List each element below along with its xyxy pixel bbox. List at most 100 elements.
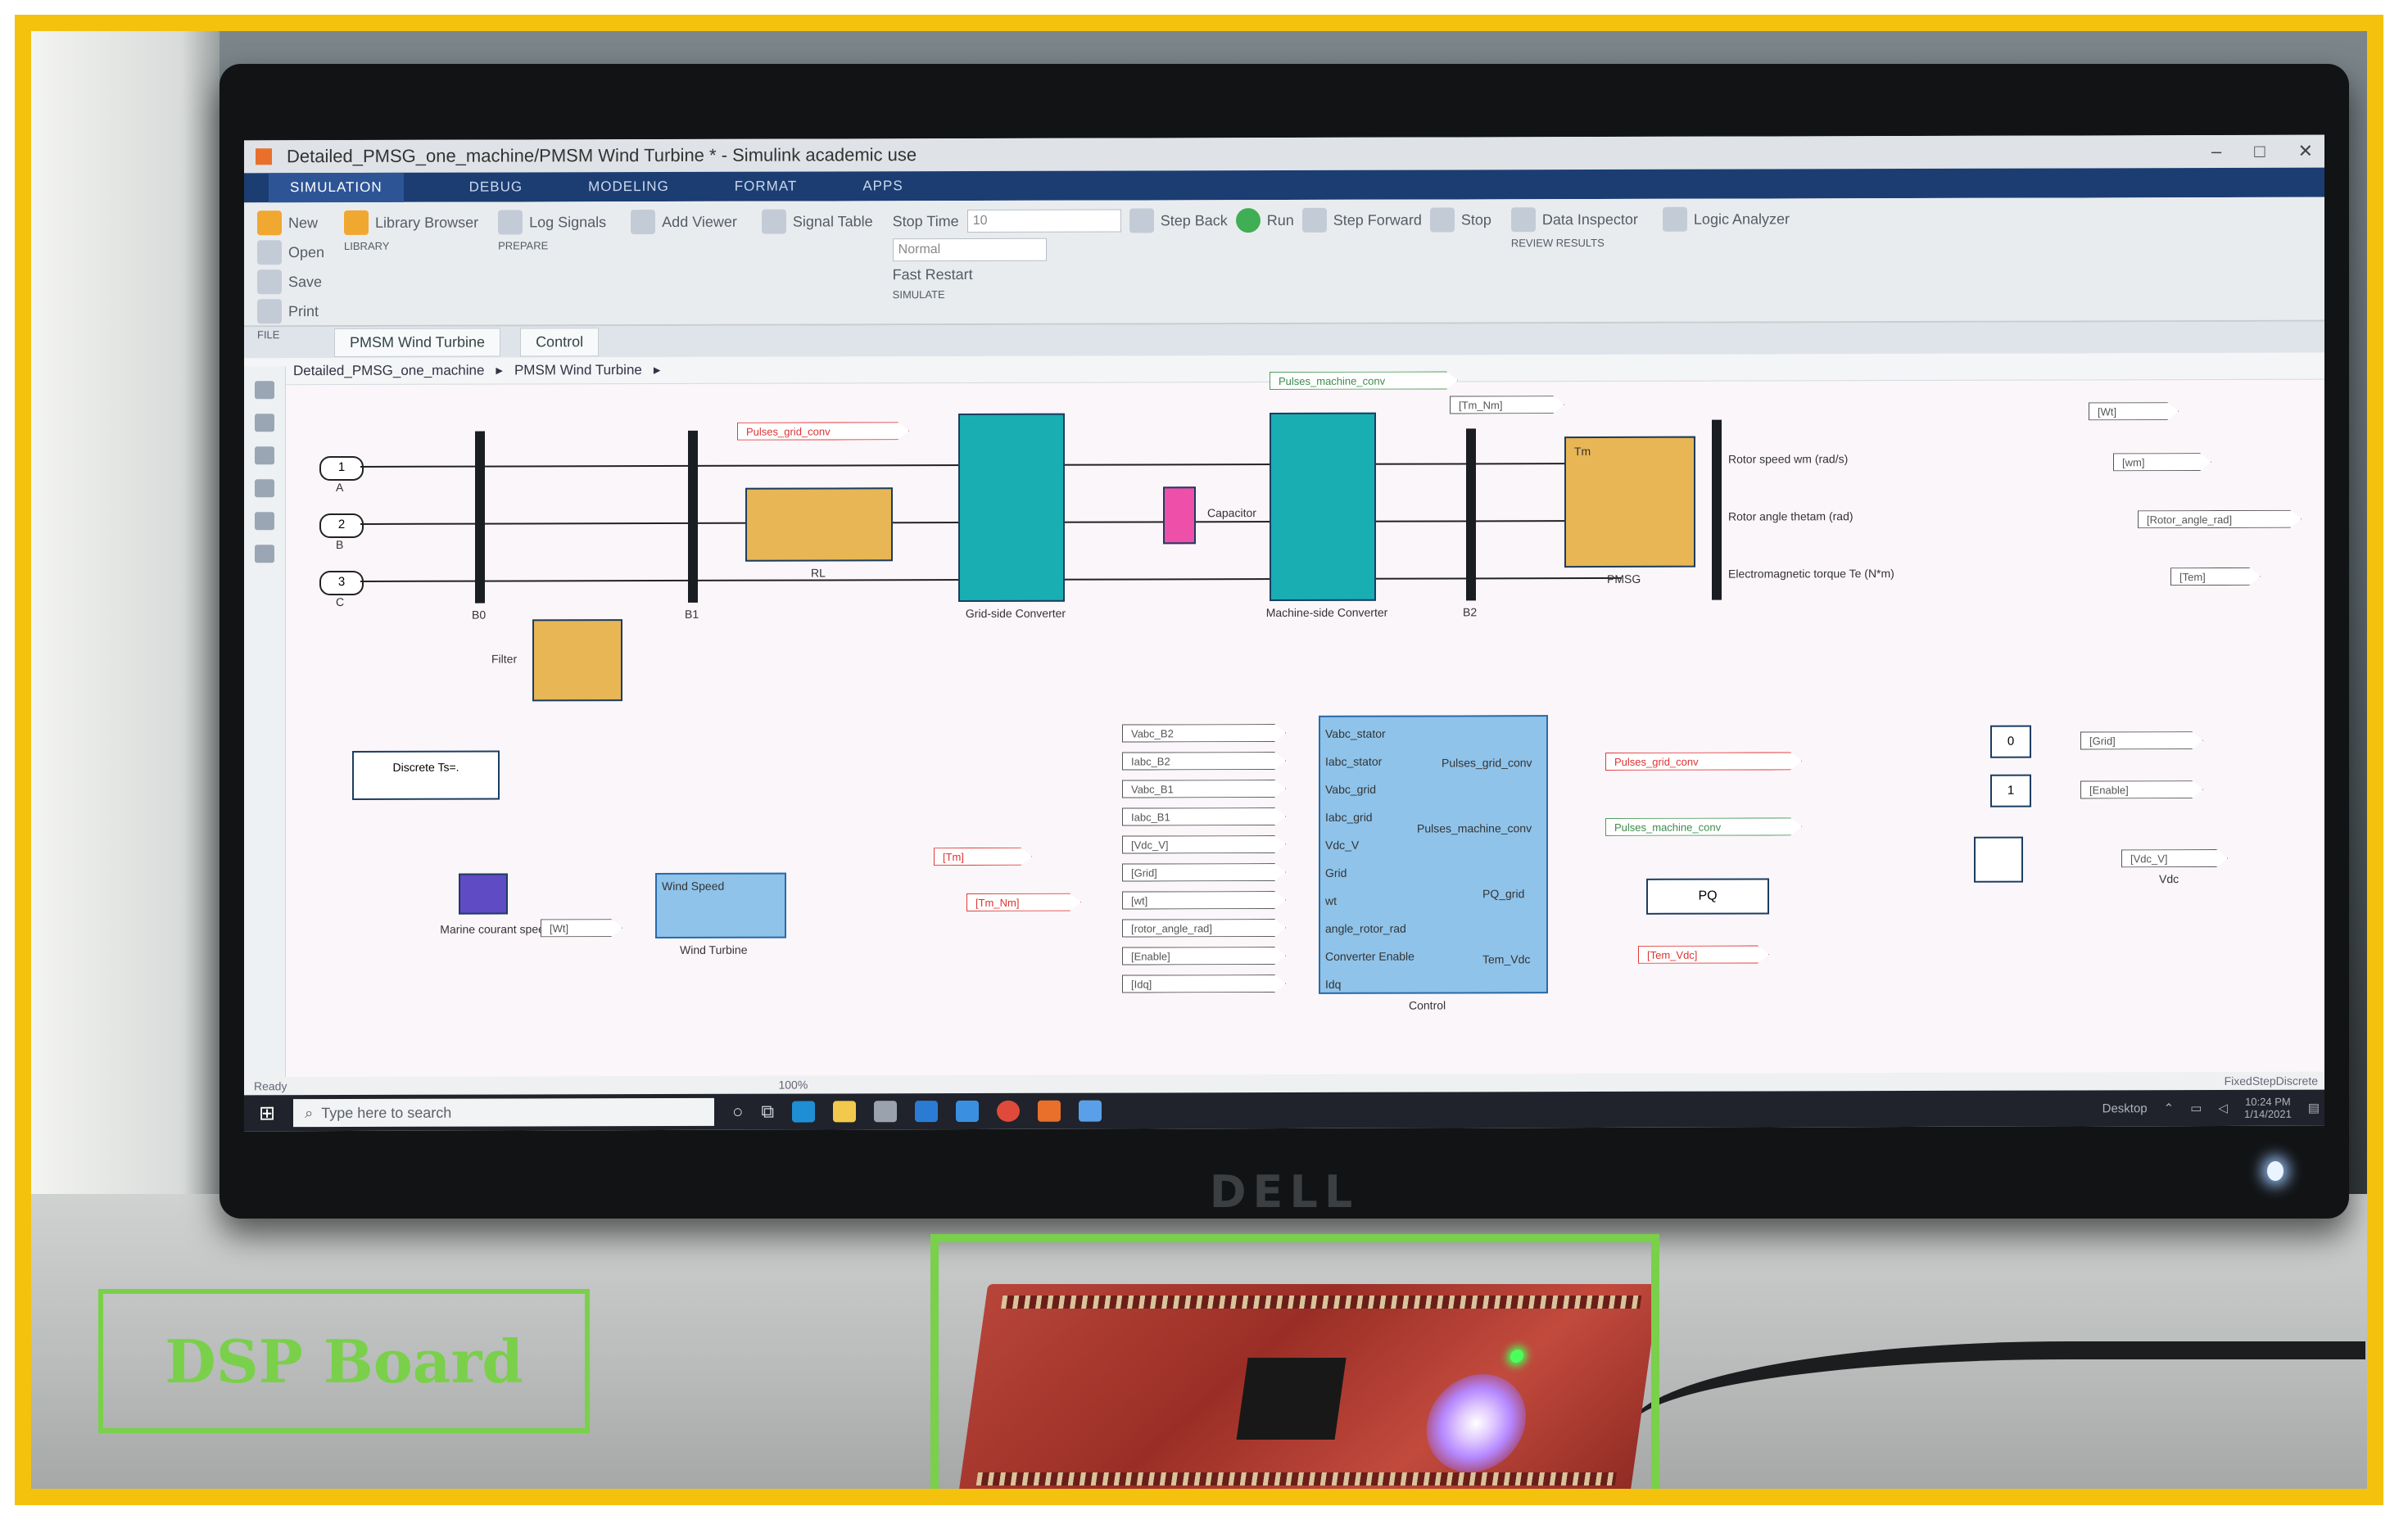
vdc-measure-block[interactable]: [1974, 836, 2023, 883]
notification-icon[interactable]: ▤: [2307, 1101, 2320, 1115]
out-wt-tag[interactable]: [Wt]: [2089, 402, 2179, 420]
filter-block[interactable]: [532, 619, 622, 702]
status-text: Ready: [254, 1079, 287, 1093]
print-button[interactable]: Print: [257, 299, 324, 324]
simulink-taskbar-icon[interactable]: [1038, 1100, 1061, 1122]
out-pulses-machine-tag[interactable]: Pulses_machine_conv: [1605, 817, 1802, 836]
tab-modeling[interactable]: MODELING: [588, 178, 669, 195]
grid-goto-tag[interactable]: [Grid]: [2080, 731, 2203, 749]
stop-button[interactable]: Stop: [1429, 207, 1491, 233]
control-input-2[interactable]: Vabc_B1: [1122, 780, 1286, 798]
bus-b2[interactable]: [1466, 428, 1476, 601]
cortana-icon[interactable]: ○: [732, 1101, 744, 1122]
inport-1[interactable]: 1: [319, 455, 364, 482]
control-input-0[interactable]: Vabc_B2: [1122, 724, 1286, 743]
control-input-7[interactable]: [rotor_angle_rad]: [1122, 919, 1286, 938]
bus-b0[interactable]: [475, 431, 485, 604]
wt-tm-tag[interactable]: [Tm]: [934, 848, 1032, 866]
out-tem-tag[interactable]: [Tem]: [2170, 568, 2261, 586]
doc-tab-pmsm[interactable]: PMSM Wind Turbine: [334, 328, 501, 357]
pq-display[interactable]: PQ: [1646, 878, 1769, 915]
simulation-mode-select[interactable]: Normal: [892, 237, 1047, 262]
taskbar-search[interactable]: ⌕ Type here to search: [293, 1097, 715, 1128]
fast-restart-toggle[interactable]: Fast Restart: [892, 265, 973, 283]
chrome-icon[interactable]: [997, 1100, 1021, 1122]
machine-side-converter[interactable]: [1270, 412, 1376, 602]
pulses-grid-tag[interactable]: Pulses_grid_conv: [737, 422, 909, 441]
control-input-3[interactable]: Iabc_B1: [1122, 807, 1286, 826]
tm-nm-tag[interactable]: [Tm_Nm]: [1450, 396, 1564, 414]
chevron-up-icon[interactable]: ⌃: [2163, 1101, 2175, 1116]
tab-debug[interactable]: DEBUG: [468, 179, 523, 195]
tem-vdc-tag[interactable]: [Tem_Vdc]: [1638, 945, 1769, 963]
arrow-icon[interactable]: [255, 446, 274, 465]
bus-b1[interactable]: [688, 430, 698, 603]
marine-speed-source[interactable]: [459, 873, 508, 915]
out-wm-tag[interactable]: [wm]: [2113, 453, 2211, 471]
out-rotor-angle-tag[interactable]: [Rotor_angle_rad]: [2138, 510, 2302, 529]
tab-simulation[interactable]: SIMULATION: [269, 172, 404, 203]
close-button[interactable]: ✕: [2297, 140, 2313, 161]
stop-time-input[interactable]: 10: [966, 209, 1121, 233]
step-forward-button[interactable]: Step Forward: [1301, 207, 1422, 233]
control-input-8[interactable]: [Enable]: [1122, 947, 1286, 965]
control-input-9[interactable]: [Idq]: [1122, 975, 1286, 993]
file-explorer-icon[interactable]: [833, 1101, 857, 1123]
save-button[interactable]: Save: [257, 269, 324, 295]
volume-icon[interactable]: ◁: [2218, 1101, 2228, 1116]
mail-icon[interactable]: [956, 1100, 980, 1123]
pulses-machine-tag[interactable]: Pulses_machine_conv: [1270, 371, 1458, 390]
vdc-goto-tag[interactable]: [Vdc_V]: [2121, 849, 2228, 867]
wt-input-tag[interactable]: [Wt]: [541, 919, 622, 937]
maximize-button[interactable]: □: [2254, 140, 2265, 161]
log-signals-button[interactable]: Log Signals: [498, 210, 606, 235]
new-button[interactable]: New: [257, 210, 324, 236]
add-viewer-button[interactable]: Add Viewer: [631, 210, 737, 235]
signal-table-button[interactable]: Signal Table: [761, 209, 873, 234]
rl-block[interactable]: [745, 487, 893, 562]
wt-tm-nm-tag[interactable]: [Tm_Nm]: [966, 893, 1081, 911]
inport-3[interactable]: 3: [319, 570, 364, 596]
const-enable[interactable]: 1: [1990, 774, 2031, 807]
edge-icon[interactable]: [792, 1101, 816, 1123]
step-back-button[interactable]: Step Back: [1129, 208, 1228, 233]
doc-tab-control[interactable]: Control: [520, 327, 600, 356]
fit-view-icon[interactable]: [255, 414, 274, 432]
model-canvas[interactable]: 1 2 3 A B C B0 B1 Filter Pulses_grid_con…: [287, 361, 2324, 1092]
data-inspector-button[interactable]: Data Inspector: [1510, 207, 1638, 233]
powergui-block[interactable]: Discrete Ts=.: [352, 750, 500, 800]
windows-start-icon[interactable]: ⊞: [259, 1101, 276, 1124]
logic-analyzer-button[interactable]: Logic Analyzer: [1662, 206, 1790, 232]
tab-apps[interactable]: APPS: [862, 178, 903, 194]
const-grid[interactable]: 0: [1990, 725, 2031, 758]
grid-side-converter[interactable]: [958, 413, 1065, 603]
image-icon[interactable]: [255, 512, 274, 531]
out-pulses-grid-tag[interactable]: Pulses_grid_conv: [1605, 752, 1802, 771]
network-icon[interactable]: ▭: [2190, 1101, 2202, 1116]
control-input-5[interactable]: [Grid]: [1122, 863, 1286, 882]
output-demux[interactable]: [1712, 419, 1722, 600]
clock[interactable]: 10:24 PM 1/14/2021: [2244, 1096, 2292, 1120]
signal-table-icon: [761, 209, 786, 234]
run-icon: [1235, 208, 1261, 233]
capacitor-block[interactable]: [1163, 486, 1196, 545]
tray-desktop[interactable]: Desktop: [2102, 1101, 2148, 1115]
control-port-9: Idq: [1325, 977, 1342, 991]
inport-2[interactable]: 2: [319, 513, 364, 539]
enable-goto-tag[interactable]: [Enable]: [2080, 780, 2203, 798]
library-browser-button[interactable]: Library Browser: [344, 210, 478, 236]
control-input-6[interactable]: [wt]: [1122, 891, 1286, 910]
open-button[interactable]: Open: [257, 240, 324, 265]
store-icon[interactable]: [874, 1101, 898, 1123]
minimize-button[interactable]: –: [2211, 141, 2222, 162]
run-button[interactable]: Run: [1235, 208, 1294, 233]
area-icon[interactable]: [255, 545, 274, 563]
task-view-icon[interactable]: ⧉: [761, 1101, 775, 1122]
control-input-4[interactable]: [Vdc_V]: [1122, 835, 1286, 854]
photos-icon[interactable]: [1079, 1100, 1102, 1122]
control-input-1[interactable]: Iabc_B2: [1122, 752, 1286, 771]
tab-format[interactable]: FORMAT: [734, 178, 798, 194]
matlab-icon[interactable]: [915, 1101, 939, 1123]
zoom-icon[interactable]: [255, 381, 274, 400]
annotation-icon[interactable]: [255, 479, 274, 498]
